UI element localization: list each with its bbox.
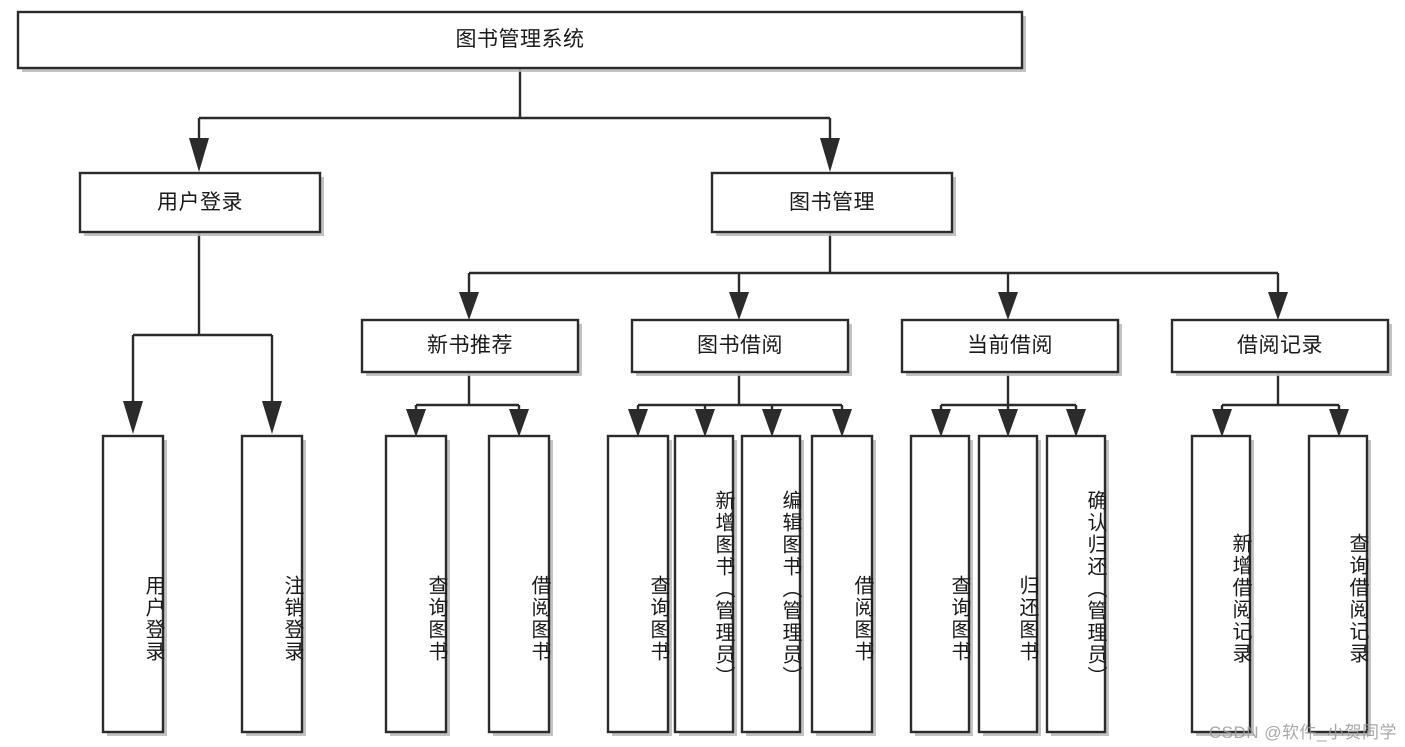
box-leaf-query-record[interactable]: [1307, 434, 1369, 734]
box-leaf-user-logout[interactable]: [240, 434, 304, 734]
box-leaf-confirm-return[interactable]: [1045, 434, 1107, 734]
box-new-book-recommend[interactable]: [360, 318, 580, 374]
arrow-to-leaf-query-book-2: [628, 409, 648, 437]
arrow-to-leaf-query-record: [1329, 409, 1349, 437]
arrow-to-leaf-add-record: [1212, 409, 1232, 437]
box-root[interactable]: [16, 10, 1024, 70]
box-leaf-add-record[interactable]: [1190, 434, 1252, 734]
arrow-to-leaf-user-login: [123, 401, 143, 434]
arrow-to-leaf-user-logout: [262, 401, 282, 434]
box-leaf-borrow-book-2[interactable]: [810, 434, 874, 734]
csdn-watermark: CSDN @软件_小贺同学: [1208, 723, 1397, 742]
arrow-to-leaf-query-book-3: [931, 409, 951, 437]
box-user-login[interactable]: [78, 171, 322, 234]
box-leaf-query-book-2[interactable]: [606, 434, 670, 734]
arrow-to-current-borrow: [998, 292, 1018, 320]
box-borrow-record[interactable]: [1170, 318, 1390, 374]
box-leaf-add-book[interactable]: [673, 434, 735, 734]
box-leaf-return-book[interactable]: [977, 434, 1039, 734]
arrow-to-new-book-recommend: [459, 292, 479, 320]
arrow-to-leaf-edit-book: [762, 409, 782, 437]
arrow-to-leaf-query-book-1: [406, 409, 426, 437]
box-leaf-edit-book[interactable]: [740, 434, 802, 734]
arrow-to-leaf-confirm-return: [1066, 409, 1086, 437]
arrow-to-borrow-record: [1268, 292, 1288, 320]
box-book-management[interactable]: [710, 171, 954, 234]
arrow-to-leaf-borrow-book-1: [509, 409, 529, 437]
arrow-to-leaf-borrow-book-2: [832, 409, 852, 437]
arrow-to-book-borrow: [729, 292, 749, 320]
box-current-borrow[interactable]: [900, 318, 1120, 374]
box-book-borrow[interactable]: [630, 318, 850, 374]
boxes-group: [16, 10, 1392, 736]
arrow-to-book-management: [820, 138, 840, 172]
arrowheads-group: [123, 138, 1349, 437]
arrow-to-user-login: [189, 138, 209, 172]
box-leaf-query-book-3[interactable]: [909, 434, 971, 734]
arrow-to-leaf-add-book: [695, 409, 715, 437]
box-leaf-query-book-1[interactable]: [384, 434, 448, 734]
arrow-to-leaf-return-book: [998, 409, 1018, 437]
box-leaf-user-login[interactable]: [101, 434, 165, 734]
box-leaf-borrow-book-1[interactable]: [487, 434, 551, 734]
